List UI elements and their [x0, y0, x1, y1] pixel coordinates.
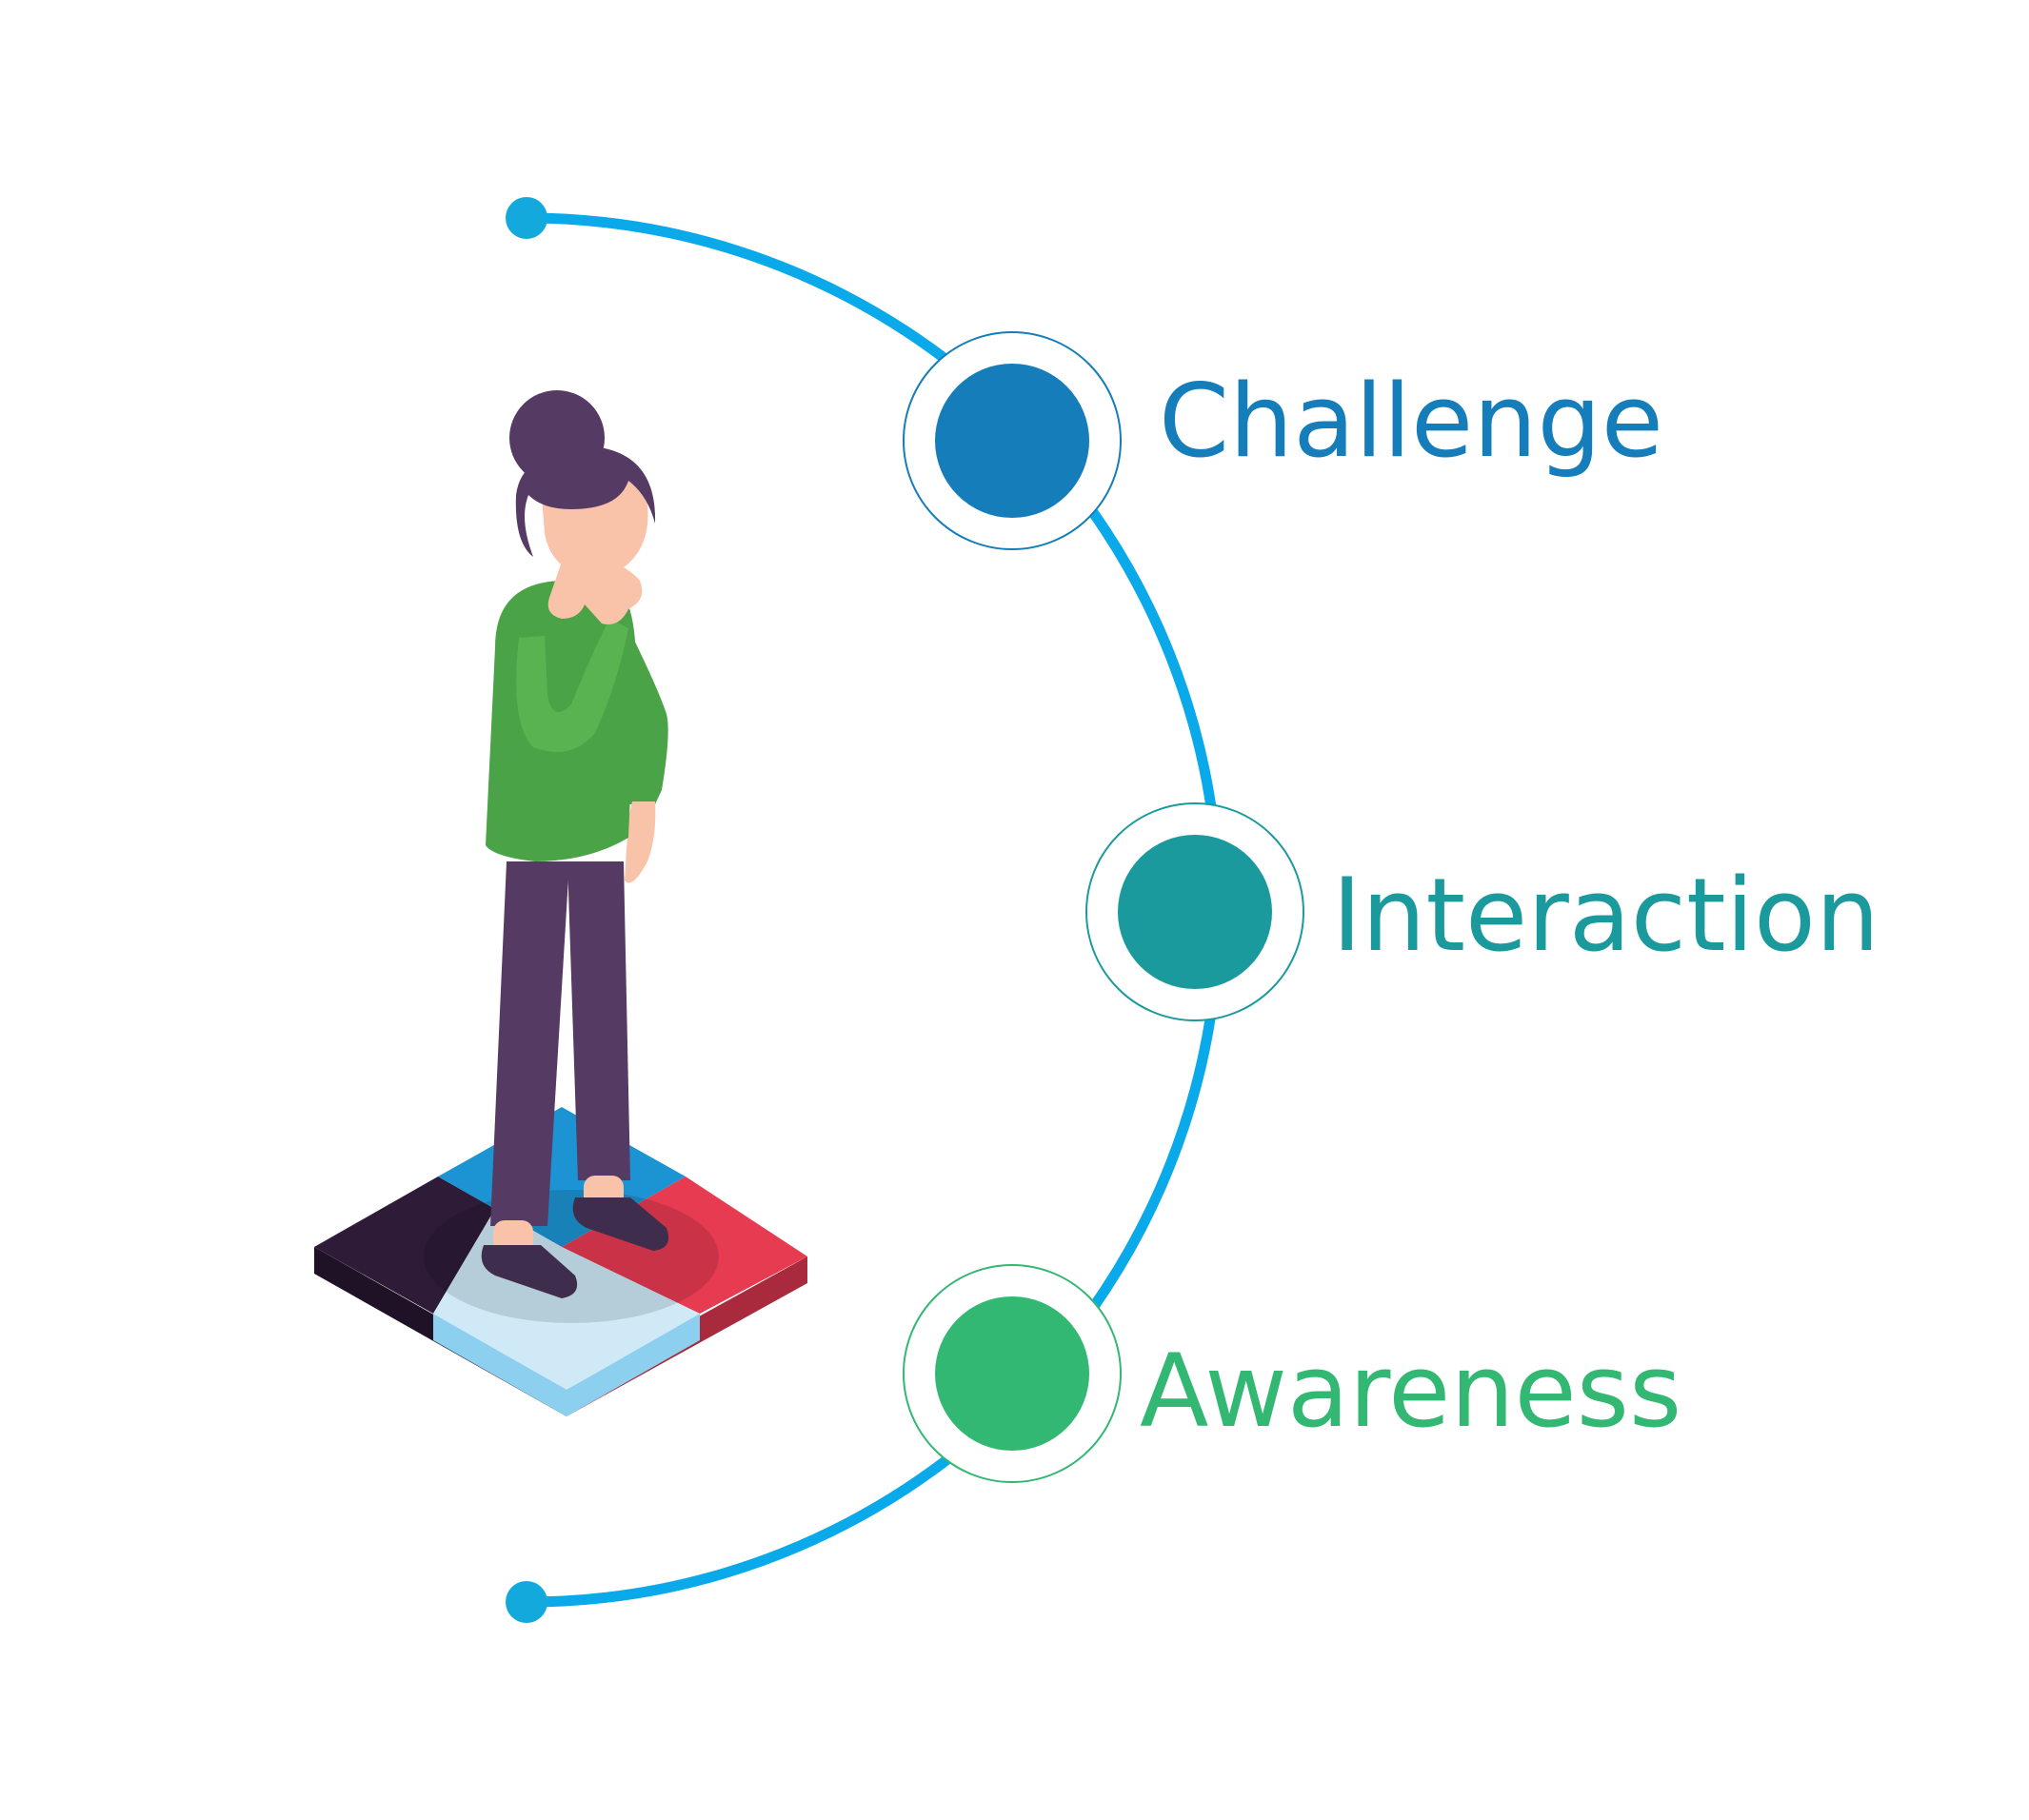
person-shoe-left [481, 1245, 578, 1298]
person-shoe-right [572, 1197, 669, 1251]
puzzle-base [314, 1107, 807, 1416]
stage-awareness: Awareness [903, 1264, 1681, 1483]
stage-challenge-node [935, 364, 1089, 518]
stage-interaction-label: Interaction [1332, 857, 1880, 974]
person-ankle-left [493, 1220, 533, 1253]
stage-interaction-node [1118, 835, 1272, 989]
person-hair-bun [509, 390, 605, 485]
arc-start-dot [506, 197, 547, 239]
arc-end-dot [506, 1581, 547, 1623]
person-arm-raised [516, 619, 628, 752]
person-leg-right [567, 861, 630, 1180]
person-hand-hanging [625, 801, 656, 883]
stage-awareness-node [935, 1296, 1089, 1451]
stage-awareness-label: Awareness [1140, 1333, 1681, 1450]
puzzle-piece-red [562, 1177, 807, 1314]
puzzle-piece-dark [314, 1177, 495, 1314]
person-leg-left [490, 861, 569, 1226]
person-on-puzzle-illustration [314, 390, 807, 1416]
puzzle-shadow [424, 1190, 719, 1323]
puzzle-side-front-light [433, 1314, 700, 1416]
stage-interaction: Interaction [1085, 802, 1880, 1021]
stage-challenge: Challenge [903, 331, 1663, 550]
stage-challenge-label: Challenge [1159, 363, 1663, 480]
